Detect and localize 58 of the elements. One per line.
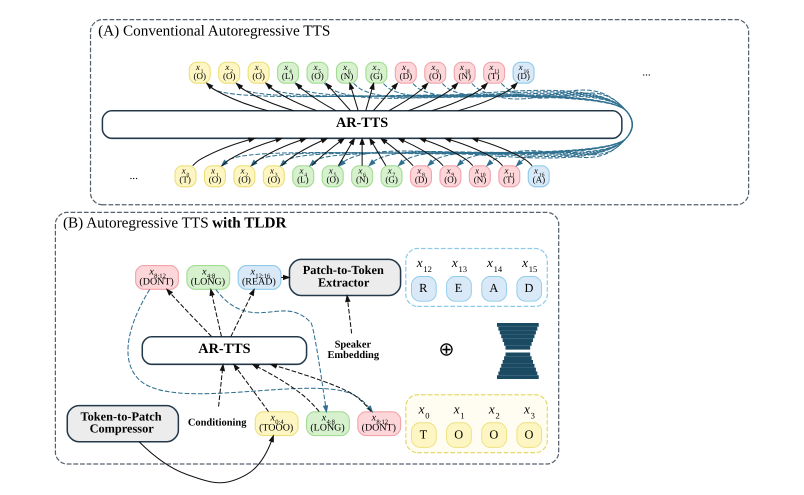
node-box: x$_{4:8}$ (LONG) [306,411,350,436]
arrow [269,363,372,412]
label: ⊕ [438,339,455,360]
arrow [443,138,503,166]
node-box: Token-to-Patch Compressor [66,404,180,442]
arrow [265,82,317,112]
arrow [230,288,255,337]
node-label: x$_{13}$ [452,255,468,274]
arrow [345,294,352,334]
arrow [380,138,414,166]
arrow [458,82,518,112]
arrow [218,363,226,407]
node-box: x$_{4:8}$ (LONG) [186,265,230,290]
node-label: x$_{15}$ [522,255,538,274]
node-box: x$_{12:16}$ (READ) [238,265,282,290]
node-box: AR-TTS [142,336,308,366]
arrow [206,82,268,112]
node-box: x$_{0:4}$ (TOOO) [254,411,299,436]
node-box: AR-TTS [102,110,623,140]
arrow [295,82,336,112]
cluster [405,394,548,454]
arrow [388,82,429,112]
arrow [365,82,375,111]
arrow [236,82,294,112]
node-text: Speaker Embedding [327,340,380,361]
node-label: x$_{1}$ [454,401,465,420]
arrow [312,137,346,166]
node-box: Patch-to-Token Extractor [288,258,402,296]
arrow [349,82,359,111]
arrow [418,138,474,166]
arrow [471,83,632,167]
arrow [500,83,632,167]
arrow [470,137,532,166]
node-label: x$_{3}$ [524,401,535,420]
node-text: Conditioning [188,417,246,428]
node-box: x$_{8:12}$ (DONT) [135,265,179,290]
node-label: x$_{0}$ [418,401,430,420]
arrow [431,82,488,112]
node-label: x$_{14}$ [486,255,502,274]
arrow [251,364,320,412]
arrow [325,82,352,112]
arrow [138,434,274,484]
arrow [166,288,212,337]
arrow [338,137,356,166]
node-label: x$_{2}$ [488,401,500,420]
cluster [405,248,548,308]
arrow [397,138,444,166]
label: ... [129,170,138,182]
arrow [369,137,386,166]
arrow [408,82,459,112]
label: ... [642,66,651,79]
node-box: x$_{8:12}$ (DONT) [357,411,402,436]
arrow [215,289,328,414]
arrow [359,137,365,166]
arrow [233,363,269,412]
node-label: x$_{12}$ [416,255,432,274]
arrow [372,82,398,112]
arrow [210,288,222,337]
